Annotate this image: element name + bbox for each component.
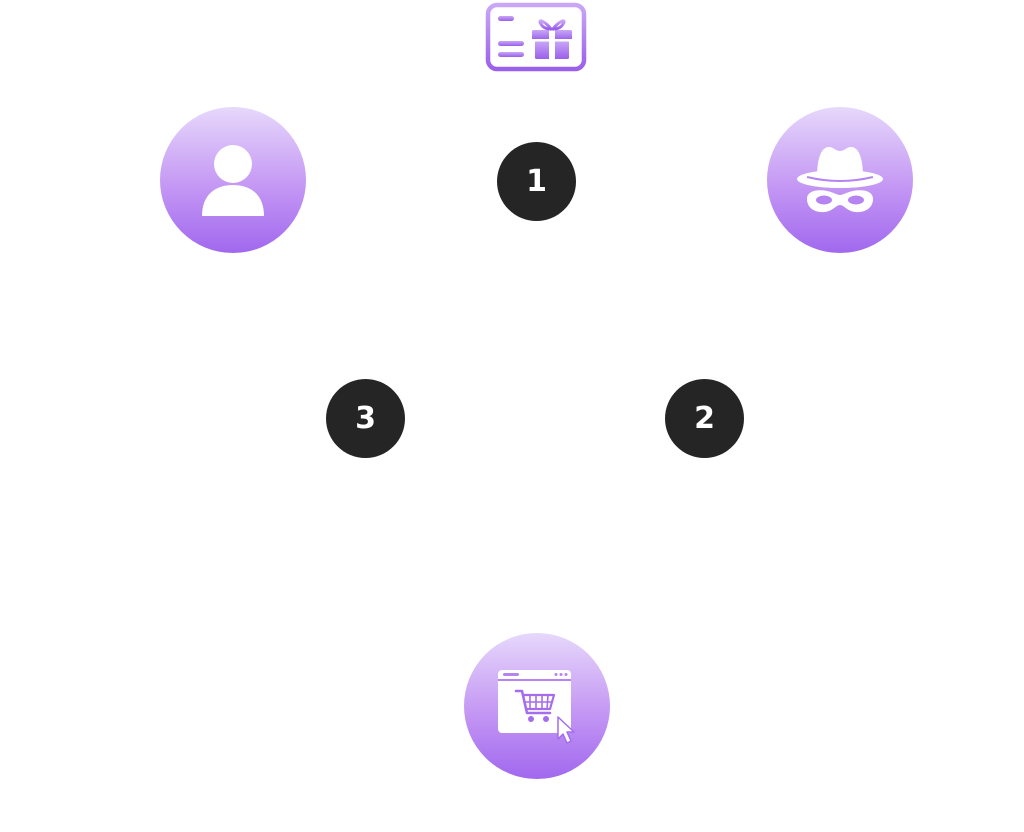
user-icon [202,145,264,216]
incognito-spy-icon [797,147,883,213]
shopping-cart-browser-icon [498,670,575,744]
step-badge-2: 2 [665,379,744,458]
gift-card-icon [485,2,587,72]
step-number: 2 [694,400,715,436]
user-node [160,107,306,253]
step-badge-1: 1 [497,142,576,221]
incognito-node [767,107,913,253]
step-badge-3: 3 [326,379,405,458]
step-number: 3 [355,400,376,436]
shopping-node [464,633,610,779]
step-number: 1 [526,163,547,199]
